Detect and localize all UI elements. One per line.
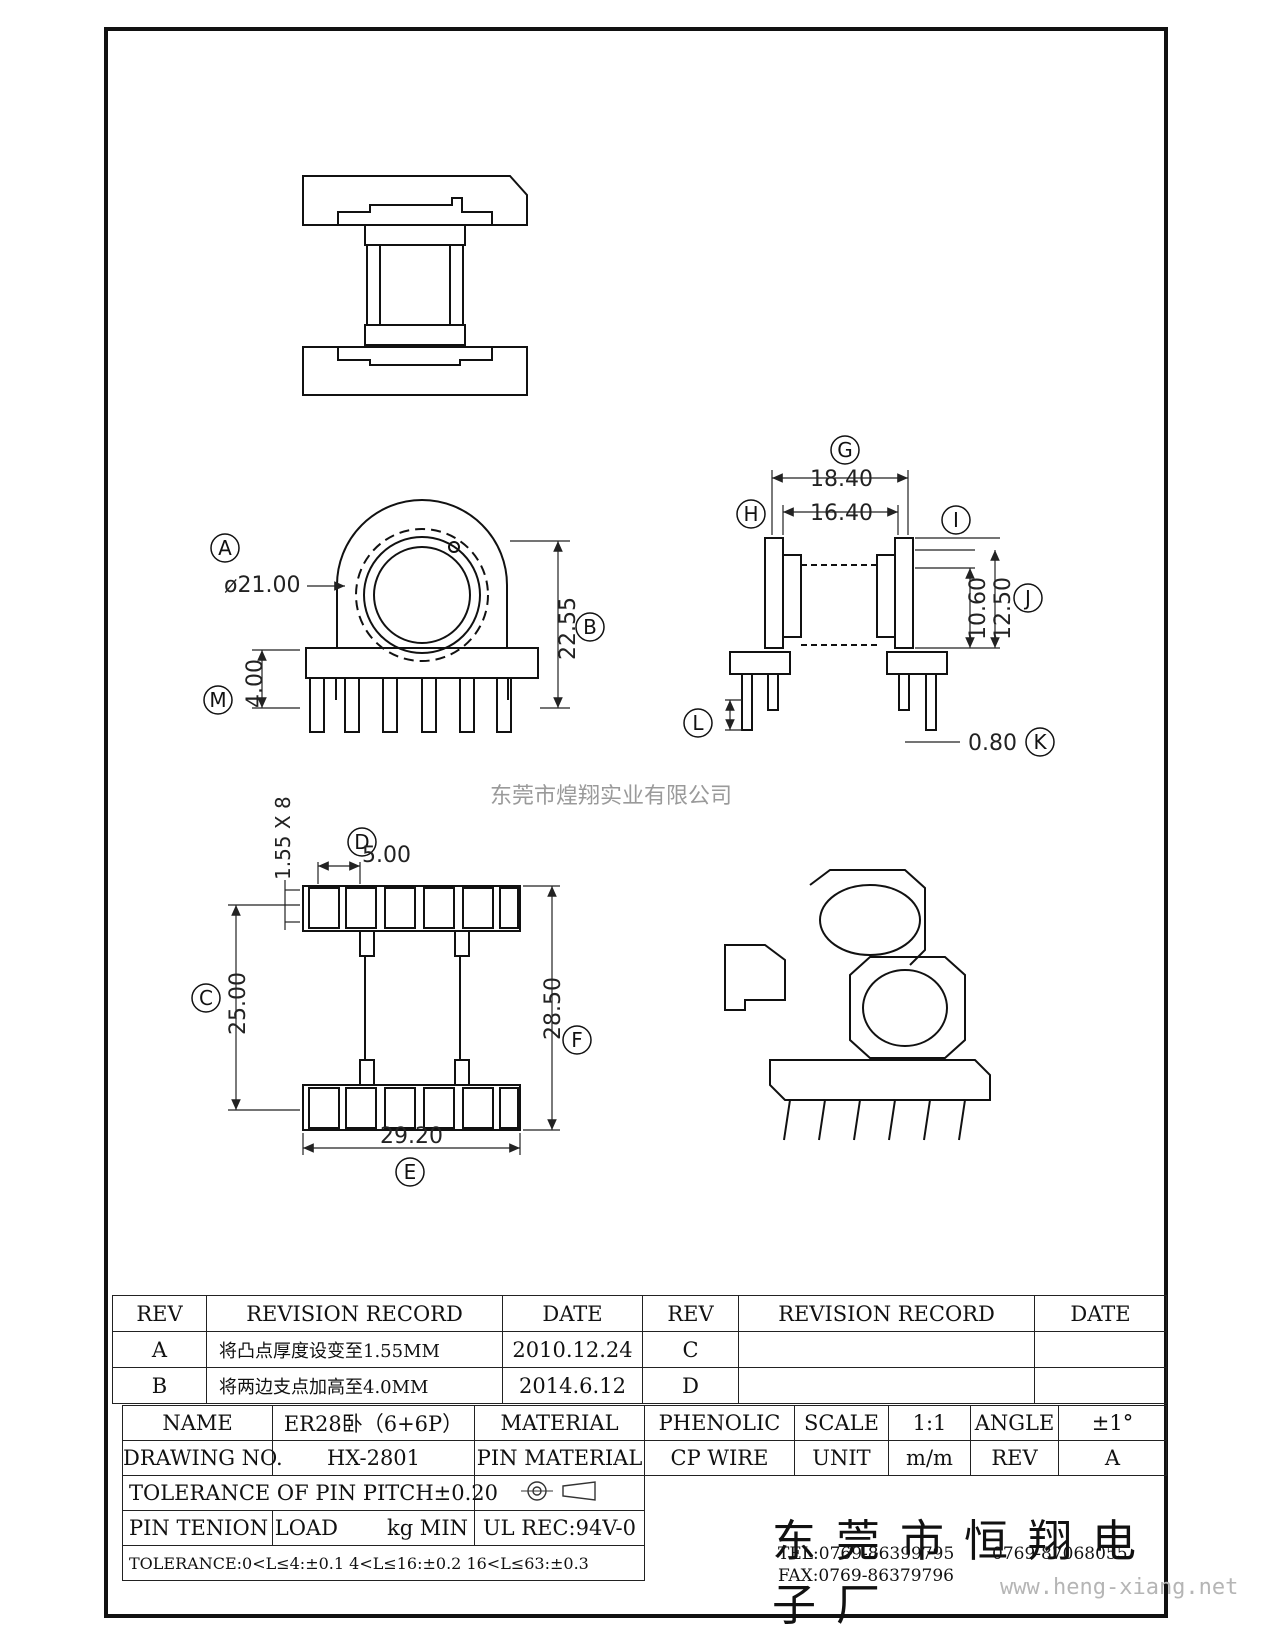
- table-row: B 将两边支点加高至4.0MM 2014.6.12 D: [112, 1367, 1167, 1404]
- drawing-no-value: HX-2801: [272, 1440, 475, 1476]
- date-cell: 2014.6.12: [502, 1367, 643, 1404]
- unit-value: m/m: [888, 1440, 971, 1476]
- callout-a: A: [218, 536, 232, 560]
- angle-value: ±1°: [1058, 1405, 1167, 1441]
- rev-cell: C: [642, 1331, 739, 1368]
- tel-2: 0769-87068055: [992, 1544, 1128, 1564]
- date-cell: [1034, 1367, 1167, 1404]
- dim-j: 12.50: [991, 577, 1016, 640]
- callout-g: G: [837, 438, 853, 462]
- title-row-5: TOLERANCE:0<L≤4:±0.1 4<L≤16:±0.2 16<L≤63…: [122, 1545, 1167, 1581]
- dim-d: 5.00: [362, 843, 411, 868]
- rev-value: A: [1058, 1440, 1167, 1476]
- dim-b: 22.55: [556, 597, 581, 660]
- name-value: ER28卧（6+6P）: [272, 1405, 475, 1441]
- tolerance-general: TOLERANCE:0<L≤4:±0.1 4<L≤16:±0.2 16<L≤63…: [122, 1545, 645, 1581]
- callout-d: D: [354, 830, 369, 854]
- callout-e: E: [404, 1160, 417, 1184]
- rev-cell: D: [642, 1367, 739, 1404]
- scale-label: SCALE: [794, 1405, 889, 1441]
- record-cell: [738, 1331, 1035, 1368]
- header-date: DATE: [502, 1295, 643, 1332]
- revision-table: REV REVISION RECORD DATE REV REVISION RE…: [112, 1295, 1167, 1404]
- callout-h: H: [743, 502, 758, 526]
- callout-l: L: [692, 711, 704, 735]
- date-cell: [1034, 1331, 1167, 1368]
- title-row-3: TOLERANCE OF PIN PITCH±0.20: [122, 1475, 1167, 1581]
- name-label: NAME: [122, 1405, 273, 1441]
- title-row-4: PIN TENION LOAD kg MIN UL REC:94V-0: [122, 1510, 1167, 1546]
- top-view: [302, 175, 528, 396]
- ul-rec: UL REC:94V-0: [474, 1510, 645, 1546]
- title-block: NAME ER28卧（6+6P） MATERIAL PHENOLIC SCALE…: [122, 1405, 1167, 1631]
- dim-a: ø21.00: [224, 573, 300, 598]
- pin-material-label: PIN MATERIAL: [474, 1440, 645, 1476]
- pin-material-value: CP WIRE: [644, 1440, 795, 1476]
- callout-k: K: [1033, 730, 1047, 754]
- dim-f: 28.50: [541, 977, 566, 1040]
- company-name: 东莞市恒翔电子厂: [772, 1516, 1156, 1631]
- dim-d-top: 1.55 X 8: [271, 796, 295, 880]
- record-cell: [738, 1367, 1035, 1404]
- tel-1: TEL:0769-86399795: [778, 1544, 955, 1564]
- fax: FAX:0769-86379796: [778, 1566, 954, 1586]
- dim-h: 16.40: [810, 501, 873, 526]
- dim-c: 25.00: [226, 972, 251, 1035]
- rev-label: REV: [970, 1440, 1059, 1476]
- dim-m: 4.00: [243, 659, 268, 708]
- callout-j: J: [1023, 586, 1031, 610]
- header-revision-record: REVISION RECORD: [206, 1295, 503, 1332]
- record-cell: 将两边支点加高至4.0MM: [206, 1367, 503, 1404]
- projection-icon: [520, 1480, 596, 1501]
- table-row: A 将凸点厚度设变至1.55MM 2010.12.24 C: [112, 1331, 1167, 1368]
- rev-cell: A: [112, 1331, 207, 1368]
- tolerance-pitch: TOLERANCE OF PIN PITCH±0.20: [122, 1475, 498, 1511]
- projection-symbol: [474, 1475, 645, 1511]
- date-cell: 2010.12.24: [502, 1331, 643, 1368]
- callout-i: I: [953, 508, 959, 532]
- header-date-2: DATE: [1034, 1295, 1167, 1332]
- drawing-no-label: DRAWING NO.: [122, 1440, 283, 1476]
- header-rev-2: REV: [642, 1295, 739, 1332]
- front-view: [305, 499, 539, 733]
- callout-b: B: [583, 615, 597, 639]
- header-rev: REV: [112, 1295, 207, 1332]
- callout-c: C: [199, 986, 213, 1010]
- title-row-2: DRAWING NO. HX-2801 PIN MATERIAL CP WIRE…: [122, 1440, 1167, 1476]
- material-value: PHENOLIC: [644, 1405, 795, 1441]
- callout-f: F: [571, 1028, 583, 1052]
- revision-header-row: REV REVISION RECORD DATE REV REVISION RE…: [112, 1295, 1167, 1332]
- callout-m: M: [209, 688, 226, 712]
- watermark-company: 东莞市煌翔实业有限公司: [490, 784, 732, 809]
- side-view: [729, 537, 948, 731]
- drawing-frame: [104, 27, 1168, 1618]
- dim-i: 10.60: [966, 577, 991, 640]
- header-revision-record-2: REVISION RECORD: [738, 1295, 1035, 1332]
- pin-tension-label: PIN TENION LOAD: [122, 1510, 338, 1546]
- bottom-view: [302, 885, 521, 1131]
- angle-label: ANGLE: [970, 1405, 1059, 1441]
- company-area: [644, 1475, 1167, 1581]
- unit-label: UNIT: [794, 1440, 889, 1476]
- dim-k: 0.80: [968, 731, 1017, 756]
- dim-e: 29.20: [380, 1124, 443, 1149]
- title-block-grid: NAME ER28卧（6+6P） MATERIAL PHENOLIC SCALE…: [122, 1405, 1167, 1581]
- record-cell: 将凸点厚度设变至1.55MM: [206, 1331, 503, 1368]
- isometric-view: [724, 869, 991, 1141]
- material-label: MATERIAL: [474, 1405, 645, 1441]
- title-row-1: NAME ER28卧（6+6P） MATERIAL PHENOLIC SCALE…: [122, 1405, 1167, 1441]
- dim-g: 18.40: [810, 467, 873, 492]
- scale-value: 1:1: [888, 1405, 971, 1441]
- rev-cell: B: [112, 1367, 207, 1404]
